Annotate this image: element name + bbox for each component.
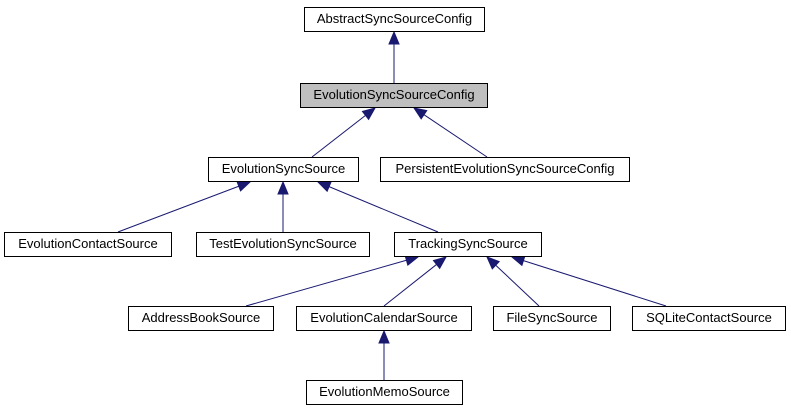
- node-file-sync-source[interactable]: FileSyncSource: [493, 306, 611, 331]
- node-evolution-sync-source-config[interactable]: EvolutionSyncSourceConfig: [300, 83, 488, 108]
- arrowhead-contact-to-evosource: [236, 181, 252, 192]
- edge-tracking-to-evosource: [328, 186, 439, 233]
- node-sqlite-contact-source[interactable]: SQLiteContactSource: [632, 306, 786, 331]
- edge-contact-to-evosource: [117, 185, 239, 233]
- node-test-evolution-sync-source[interactable]: TestEvolutionSyncSource: [196, 232, 370, 257]
- arrowhead-filesync-to-tracking: [486, 256, 501, 270]
- node-persistent-evolution-sync-source-config[interactable]: PersistentEvolutionSyncSourceConfig: [380, 157, 630, 182]
- arrowhead-evoconfig-to-abstract: [388, 30, 400, 45]
- edge-calendar-to-tracking: [383, 264, 437, 307]
- edge-addressbook-to-tracking: [245, 259, 407, 307]
- edge-filesync-to-tracking: [495, 264, 540, 307]
- arrowhead-memo-to-calendar: [378, 329, 390, 344]
- node-evolution-sync-source[interactable]: EvolutionSyncSource: [208, 157, 359, 182]
- node-tracking-sync-source[interactable]: TrackingSyncSource: [394, 232, 542, 257]
- edge-evosource-to-evoconfig: [311, 114, 366, 158]
- arrowhead-test-to-evosource: [277, 180, 289, 195]
- node-evolution-memo-source[interactable]: EvolutionMemoSource: [306, 380, 463, 405]
- node-evolution-calendar-source[interactable]: EvolutionCalendarSource: [296, 306, 472, 331]
- edge-persistent-to-evoconfig: [423, 114, 488, 158]
- node-abstract-sync-source-config[interactable]: AbstractSyncSourceConfig: [304, 7, 485, 32]
- arrowhead-tracking-to-evosource: [316, 181, 332, 193]
- edge-sqlite-to-tracking: [523, 260, 667, 307]
- arrowhead-sqlite-to-tracking: [510, 255, 526, 267]
- node-address-book-source[interactable]: AddressBookSource: [128, 306, 274, 331]
- arrowhead-persistent-to-evoconfig: [412, 107, 428, 120]
- arrowhead-calendar-to-tracking: [432, 256, 448, 270]
- node-evolution-contact-source[interactable]: EvolutionContactSource: [4, 232, 172, 257]
- arrowhead-evosource-to-evoconfig: [361, 107, 377, 121]
